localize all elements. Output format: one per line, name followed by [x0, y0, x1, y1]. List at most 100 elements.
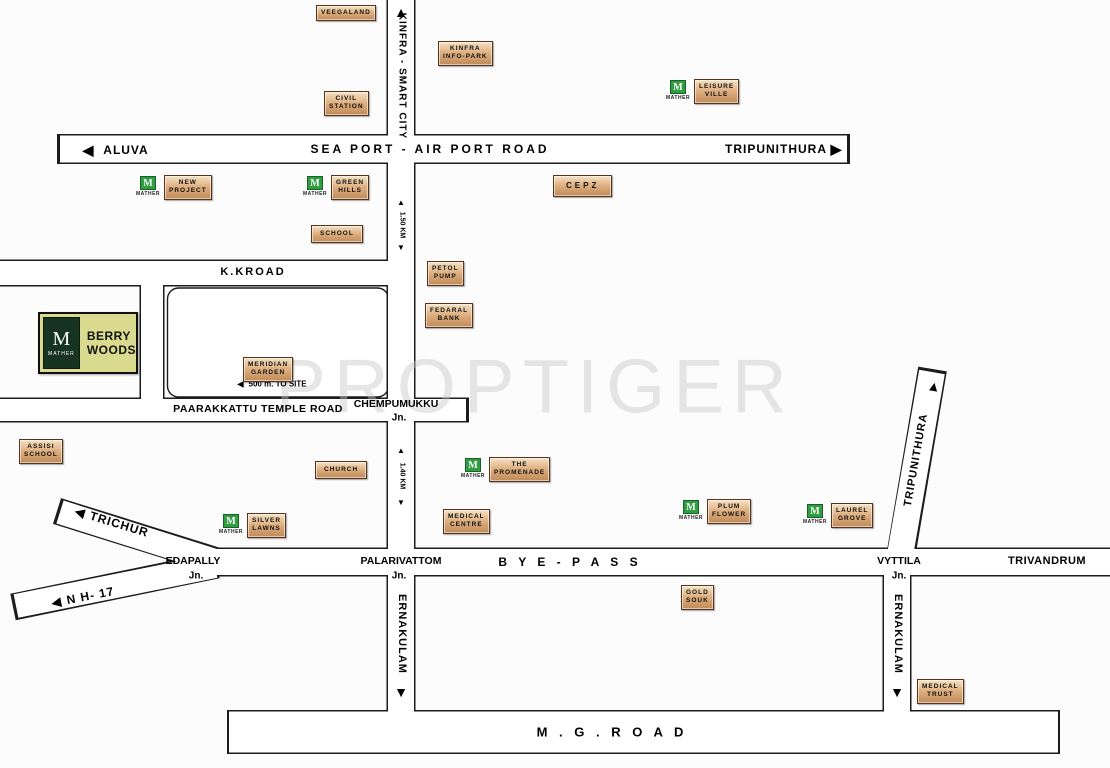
arrow-up-icon: ▲ — [925, 376, 943, 396]
landmark-line: PROJECT — [169, 187, 207, 195]
landmark-box: CEPZ — [553, 175, 613, 198]
landmark-line: GOLD — [686, 589, 709, 596]
mather-m-icon: M — [223, 514, 239, 528]
site-berry-woods: M MATHER BERRY WOODS — [38, 312, 138, 374]
landmark-line: VEEGALAND — [321, 9, 371, 16]
landmark-line: SCHOOL — [24, 451, 58, 459]
road-fill-trichur — [56, 500, 219, 573]
road-label-text: 500 m. TO SITE — [248, 379, 307, 389]
landmark-line: STATION — [329, 103, 364, 111]
landmark-line: NEW — [178, 179, 197, 186]
site-name-line: BERRY — [86, 328, 131, 343]
landmark-line: SOUK — [686, 597, 709, 605]
road-label-text: SEA PORT - AIR PORT ROAD — [310, 142, 550, 156]
junction-name: VYTTILA — [877, 555, 921, 567]
landmark-cepz: CEPZ — [553, 175, 613, 198]
watermark: PROPTIGER — [275, 344, 795, 430]
mather-m-icon: M — [807, 504, 823, 518]
junction-jn: Jn. — [891, 570, 907, 582]
arrow-left-icon: ◀ — [82, 142, 94, 158]
landmark-line: ASSISI — [27, 443, 55, 450]
road-label-text: KINFRA - SMART CITY — [396, 12, 408, 140]
junction-jn: Jn. — [188, 570, 204, 582]
arrow-down-icon: ▼ — [394, 684, 408, 700]
arrow-up-icon: ▲ — [397, 446, 405, 455]
landmark-box: CHURCH — [315, 461, 368, 480]
road-label-text: TRIVANDRUM — [1007, 555, 1087, 567]
mather-m-icon: M — [683, 500, 699, 514]
mather-m-icon: M — [307, 176, 323, 190]
landmark-line: VILLE — [704, 91, 729, 99]
landmark-box: VEEGALAND — [316, 5, 376, 22]
junction-jn: Jn. — [391, 570, 407, 582]
landmark-line: BANK — [437, 315, 461, 323]
road-label-text: ERNAKULAM — [396, 594, 408, 674]
landmark-line: CEPZ — [566, 181, 600, 190]
mather-brand-name: MATHER — [136, 191, 161, 197]
junction-jn: Jn. — [391, 412, 407, 424]
landmark-box: SCHOOL — [311, 225, 363, 244]
landmark-line: CIVIL — [335, 95, 358, 102]
road-label-text: M . G . R O A D — [536, 724, 688, 740]
mather-brand-name: MATHER — [219, 529, 244, 535]
arrow-down-icon: ▼ — [397, 243, 405, 252]
mather-brand-name: MATHER — [666, 95, 691, 101]
landmark-line: PUMP — [433, 273, 457, 281]
landmark-line: FLOWER — [712, 511, 747, 519]
arrow-down-icon: ▼ — [890, 684, 904, 700]
landmark-line: CHURCH — [324, 466, 359, 473]
landmark-line: FEDARAL — [430, 307, 469, 314]
road-fills — [0, 0, 1110, 732]
arrow-left-icon: ◀ — [50, 594, 64, 610]
road-label-text: 1.40 KM — [398, 462, 406, 490]
mather-brand-name: MATHER — [679, 515, 704, 521]
landmark-line: LEISURE — [699, 83, 735, 90]
landmark-school: SCHOOL — [311, 225, 363, 244]
landmark-line: CENTRE — [449, 521, 483, 529]
landmark-church: CHURCH — [315, 461, 368, 480]
road-fill-nh17 — [13, 554, 218, 618]
road-label-text: 1.50 KM — [398, 211, 406, 239]
landmark-line: HILLS — [338, 187, 362, 195]
landmark-veegaland: VEEGALAND — [316, 5, 376, 22]
mather-m-icon: M — [465, 458, 481, 472]
mather-brand-name: MATHER — [48, 351, 75, 357]
arrow-up-icon: ▲ — [394, 4, 408, 20]
road-fill-tripunithura-north — [886, 369, 945, 564]
landmark-line: MEDICAL — [448, 513, 485, 520]
landmark-line: SCHOOL — [320, 230, 354, 237]
landmark-line: SILVER — [252, 517, 282, 524]
mather-brand-name: MATHER — [803, 519, 828, 525]
landmark-line: TRUST — [926, 691, 954, 699]
landmark-line: INFO-PARK — [443, 53, 488, 61]
landmark-line: PLUM — [717, 503, 741, 510]
arrow-left-icon: ◀ — [237, 379, 244, 388]
